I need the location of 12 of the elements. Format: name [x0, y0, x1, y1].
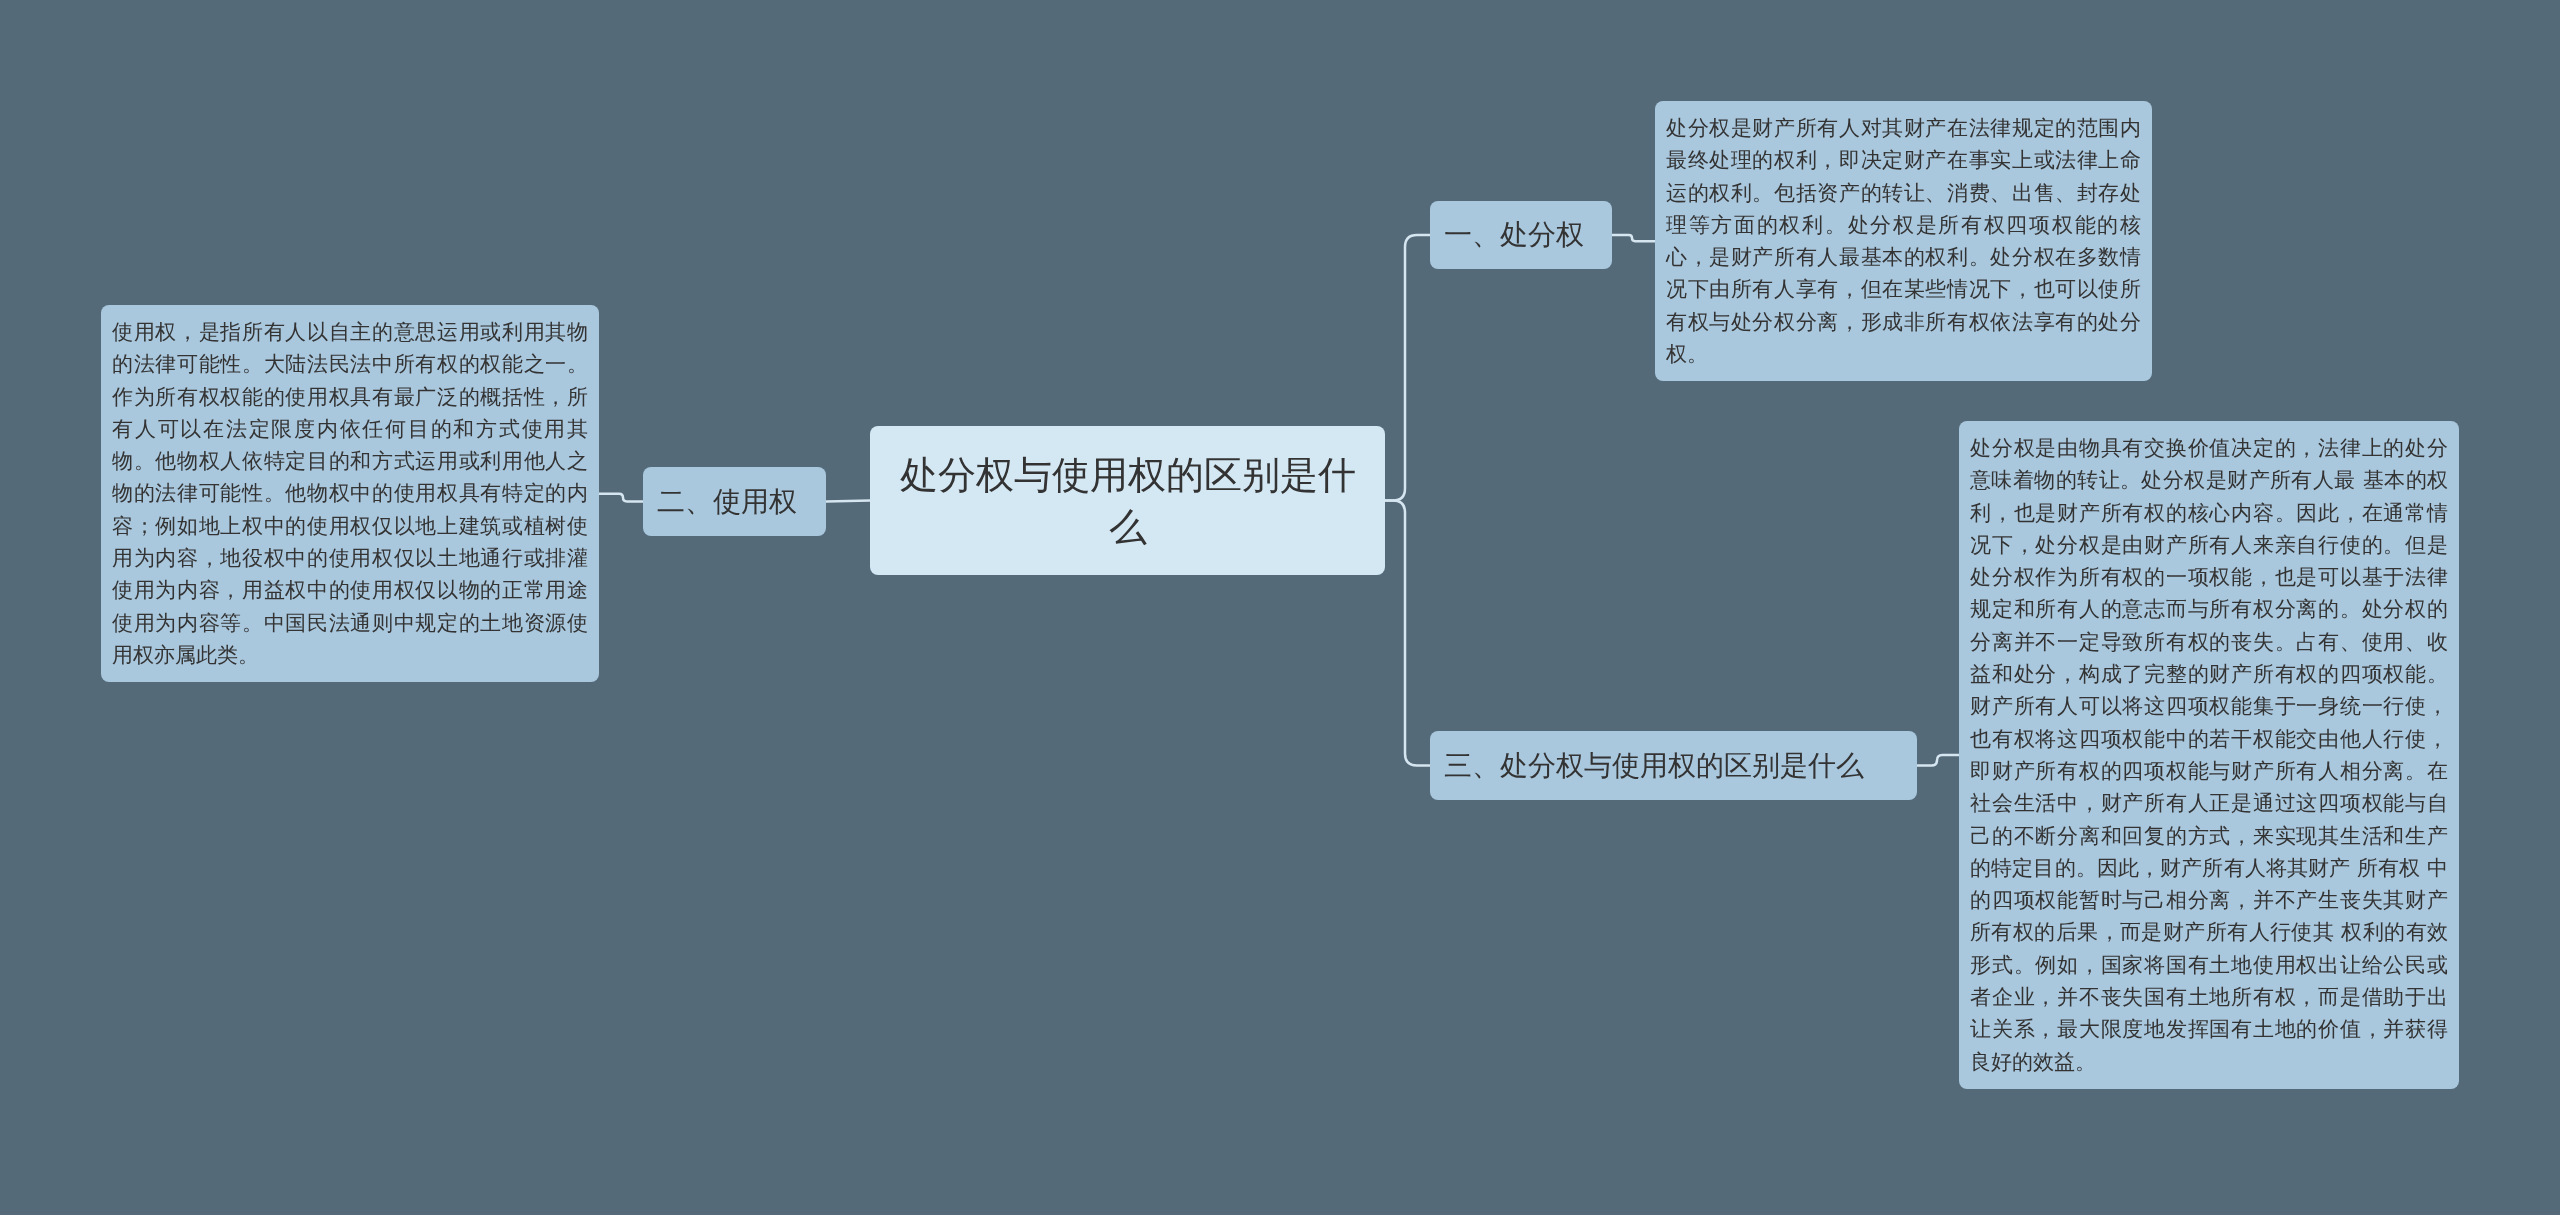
topic-box: 处分权与使用权的区别是什么	[870, 426, 1385, 575]
text-card: 使用权，是指所有人以自主的意思运用或利用其物的法律可能性。大陆法民法中所有权的权能之一。作为所有权权能的使用权具有最广泛的概括性，所有人可以在法定限度内依任何目的和方式使用其物。他物权人依特定目的和方式运用或利用他人之物的法律可能性。他物权中的使用权具有特定的内容；例如地上权中的使用权仅以地上建筑或植树使用为内容，地役权中的使用权仅以土地通行或排灌使用为内容，用益权中的使用权仅以物的正常用途使用为内容等。中国民法通则中规定的土地资源使用权亦属此类。	[101, 305, 599, 683]
connector-line	[1612, 233, 1655, 243]
branch-box: 三、处分权与使用权的区别是什么	[1430, 731, 1917, 800]
text-card: 处分权是财产所有人对其财产在法律规定的范围内最终处理的权利，即决定财产在事实上或法律上命运的权利。包括资产的转让、消费、出售、封存处理等方面的权利。处分权是所有权四项权能的核心，是财产所有人最基本的权利。处分权在多数情况下由所有人享有，但在某些情况下，也可以使所有权与处分权分离，形成非所有权依法享有的处分权。	[1655, 101, 2152, 382]
connector-line	[1385, 499, 1430, 767]
connector-line	[599, 492, 643, 503]
branch-box: 二、使用权	[643, 467, 826, 536]
branch-box: 一、处分权	[1430, 201, 1612, 269]
text-card: 处分权是由物具有交换价值决定的，法律上的处分意味着物的转让。处分权是财产所有人最 基本的权利，也是财产所有权的核心内容。因此，在通常情况下，处分权是由财产所有人来亲自行使的。但是处分权作为所有权的一项权能，也是可以基于法律规定和所有人的意志而与所有权分离的。处分权的分离并不一定导致所有权的丧失。占有、使用、收益和处分，构成了完整的财产所有权的四项权能。财产所有人可以将这四项权能集于一身统一行使，也有权将这四项权能中的若干权能交由他人行使，即财产所有权的四项权能与财产所有人相分离。在社会生活中，财产所有人正是通过这四项权能与自己的不断分离和回复的方式，来实现其生活和生产的特定目的。因此，财产所有人将其财产 所有权 中的四项权能暂时与己相分离，并不产生丧失其财产所有权的后果，而是财产所有人行使其 权利的有效形式。例如，国家将国有土地使用权出让给公民或者企业，并不丧失国有土地所有权，而是借助于出让关系，最大限度地发挥国有土地的价值，并获得良好的效益。	[1959, 421, 2459, 1089]
connector-line	[1917, 753, 1959, 767]
connector-line	[825, 499, 871, 503]
